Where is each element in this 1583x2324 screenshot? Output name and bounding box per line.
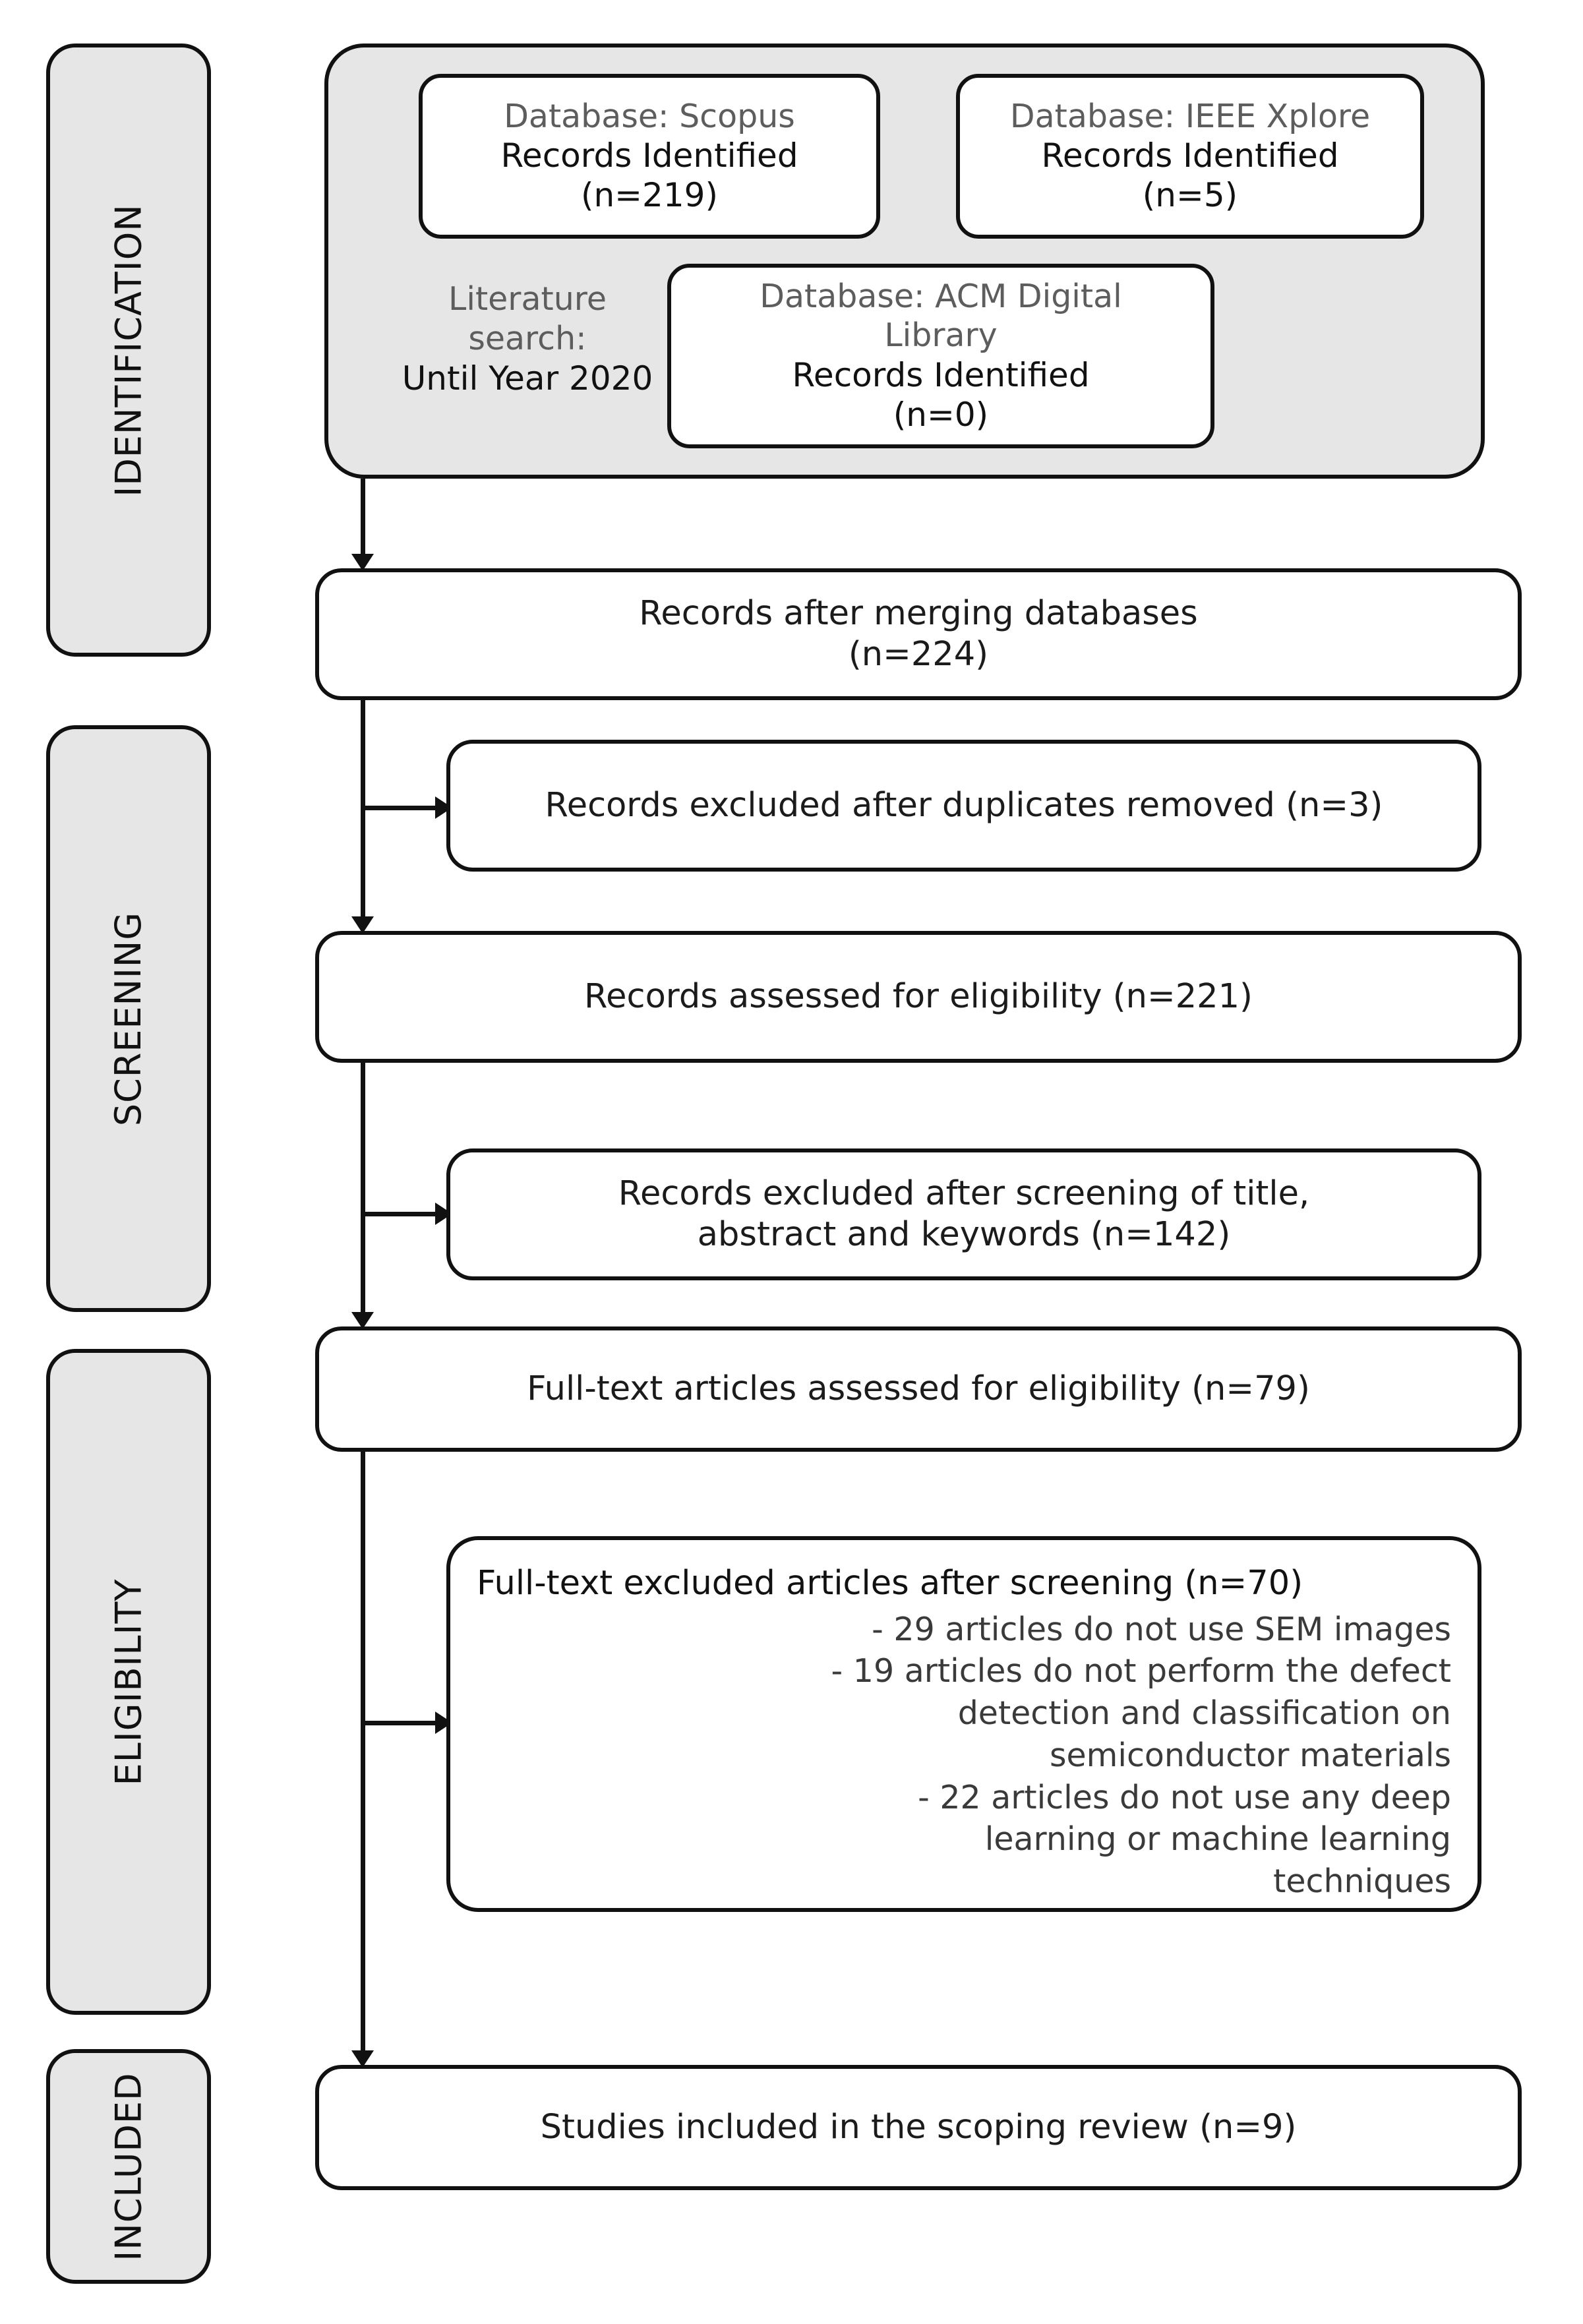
studies-included-text: Studies included in the scoping review (… xyxy=(540,2107,1297,2147)
database-source-acm-line1: Database: ACM Digital xyxy=(760,278,1122,316)
flow-box-studies-included: Studies included in the scoping review (… xyxy=(315,2065,1522,2190)
stage-rail-eligibility: ELIGIBILITY xyxy=(46,1349,211,2015)
arrow-fulltext-to-included xyxy=(351,2050,374,2068)
literature-search-note: Literature search: Until Year 2020 xyxy=(386,280,669,399)
stage-label-screening: SCREENING xyxy=(107,911,150,1126)
fulltext-excluded-reason-item: detection and classification on xyxy=(957,1694,1451,1733)
connector-branch-screening-excluded xyxy=(361,1212,446,1216)
database-source-acm-line2: Library xyxy=(884,316,998,354)
database-metric-acm: Records Identified xyxy=(792,355,1090,394)
records-assessed-text: Records assessed for eligibility (n=221) xyxy=(584,976,1253,1016)
fulltext-assessed-text: Full-text articles assessed for eligibil… xyxy=(527,1369,1310,1408)
flow-box-fulltext-assessed: Full-text articles assessed for eligibil… xyxy=(315,1326,1522,1452)
arrow-merged-to-assessed xyxy=(351,916,374,934)
flow-box-merged-records: Records after merging databases (n=224) xyxy=(315,568,1522,700)
database-box-scopus: Database: Scopus Records Identified (n=2… xyxy=(419,74,880,239)
database-metric-ieee-xplore: Records Identified xyxy=(1041,136,1339,175)
flow-box-screening-excluded: Records excluded after screening of titl… xyxy=(446,1148,1481,1280)
connector-spine-included xyxy=(361,1452,365,2058)
database-metric-scopus: Records Identified xyxy=(500,136,798,175)
connector-branch-duplicates xyxy=(361,806,446,810)
fulltext-excluded-reason-item: - 22 articles do not use any deep xyxy=(918,1778,1451,1816)
stage-label-included: INCLUDED xyxy=(107,2071,150,2261)
literature-search-value: Until Year 2020 xyxy=(402,359,653,398)
database-count-scopus: (n=219) xyxy=(580,176,719,215)
stage-label-eligibility: ELIGIBILITY xyxy=(107,1578,150,1785)
screening-excluded-line1: Records excluded after screening of titl… xyxy=(618,1174,1310,1213)
database-count-ieee-xplore: (n=5) xyxy=(1142,176,1238,215)
stage-rail-included: INCLUDED xyxy=(46,2049,211,2284)
connector-identification-to-merged xyxy=(361,479,365,562)
database-count-acm: (n=0) xyxy=(893,395,989,434)
fulltext-excluded-reason-item: learning or machine learning xyxy=(984,1820,1451,1859)
connector-branch-fulltext-excluded xyxy=(361,1721,446,1725)
database-box-acm-digital-library: Database: ACM Digital Library Records Id… xyxy=(667,264,1214,448)
screening-excluded-line2: abstract and keywords (n=142) xyxy=(697,1215,1231,1254)
stage-rail-screening: SCREENING xyxy=(46,725,211,1312)
database-box-ieee-xplore: Database: IEEE Xplore Records Identified… xyxy=(956,74,1424,239)
fulltext-excluded-reason-item: techniques xyxy=(1273,1862,1451,1900)
connector-spine-eligibility xyxy=(361,1063,365,1320)
merged-records-line1: Records after merging databases xyxy=(639,593,1198,633)
duplicates-excluded-text: Records excluded after duplicates remove… xyxy=(545,785,1383,825)
arrow-identification-to-merged xyxy=(351,554,374,571)
arrow-assessed-to-fulltext xyxy=(351,1312,374,1329)
merged-records-line2: (n=224) xyxy=(848,635,989,674)
fulltext-excluded-reason-item: semiconductor materials xyxy=(1049,1736,1451,1774)
database-source-scopus: Database: Scopus xyxy=(504,97,795,135)
connector-spine-screening xyxy=(361,700,365,924)
database-source-ieee-xplore: Database: IEEE Xplore xyxy=(1009,97,1371,135)
fulltext-excluded-reason-list: - 29 articles do not use SEM images - 19… xyxy=(477,1609,1451,1903)
flow-box-records-assessed: Records assessed for eligibility (n=221) xyxy=(315,931,1522,1063)
flow-box-duplicates-excluded: Records excluded after duplicates remove… xyxy=(446,740,1481,872)
literature-search-label: Literature search: xyxy=(448,280,607,357)
stage-label-identification: IDENTIFICATION xyxy=(107,203,150,497)
fulltext-excluded-reason-item: - 19 articles do not perform the defect xyxy=(831,1652,1451,1690)
fulltext-excluded-reason-item: - 29 articles do not use SEM images xyxy=(872,1610,1451,1648)
flow-box-fulltext-excluded: Full-text excluded articles after screen… xyxy=(446,1536,1481,1912)
stage-rail-identification: IDENTIFICATION xyxy=(46,44,211,657)
fulltext-excluded-title: Full-text excluded articles after screen… xyxy=(477,1564,1303,1603)
